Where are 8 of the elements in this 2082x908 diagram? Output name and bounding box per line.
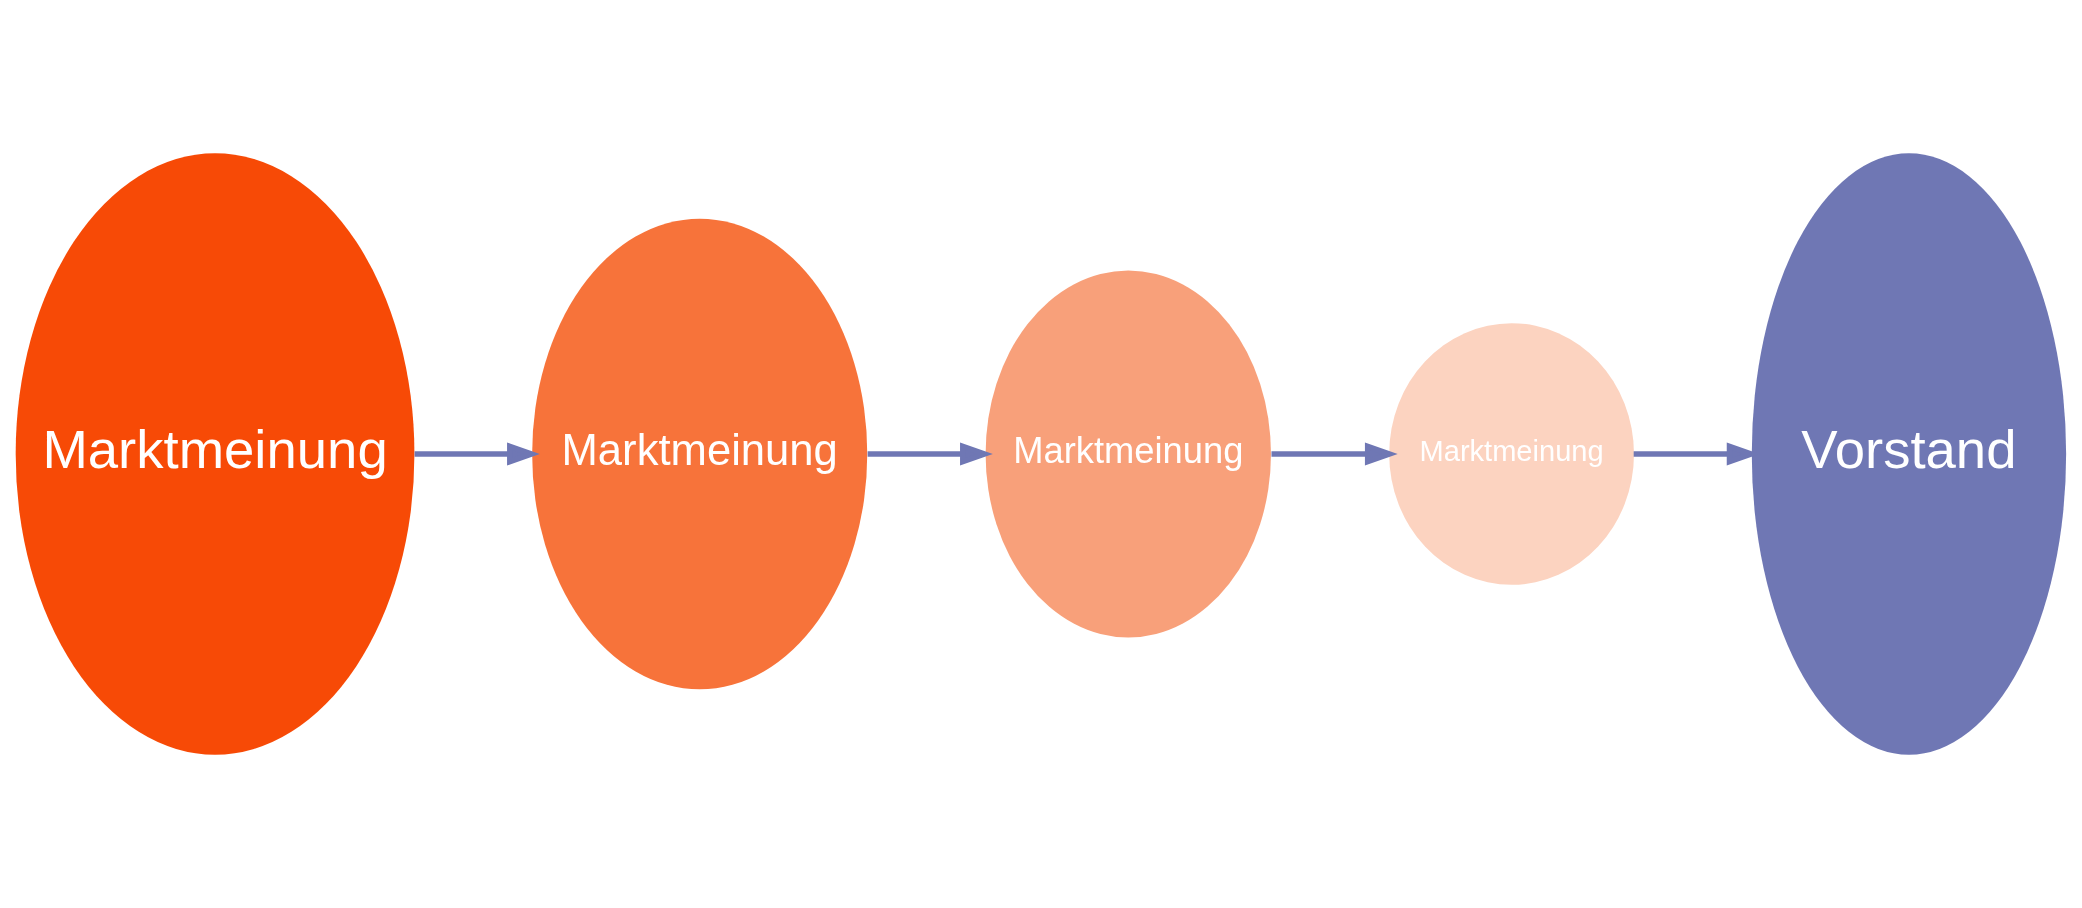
arrow (1271, 442, 1398, 466)
arrow (414, 442, 540, 466)
node-ellipse: Marktmeinung (985, 270, 1271, 638)
node-ellipse: Marktmeinung (532, 218, 868, 690)
node-ellipse: Marktmeinung (15, 153, 415, 755)
node-circle: Marktmeinung (1389, 323, 1634, 585)
node-ellipse: Vorstand (1751, 153, 2067, 755)
arrow (867, 442, 993, 466)
